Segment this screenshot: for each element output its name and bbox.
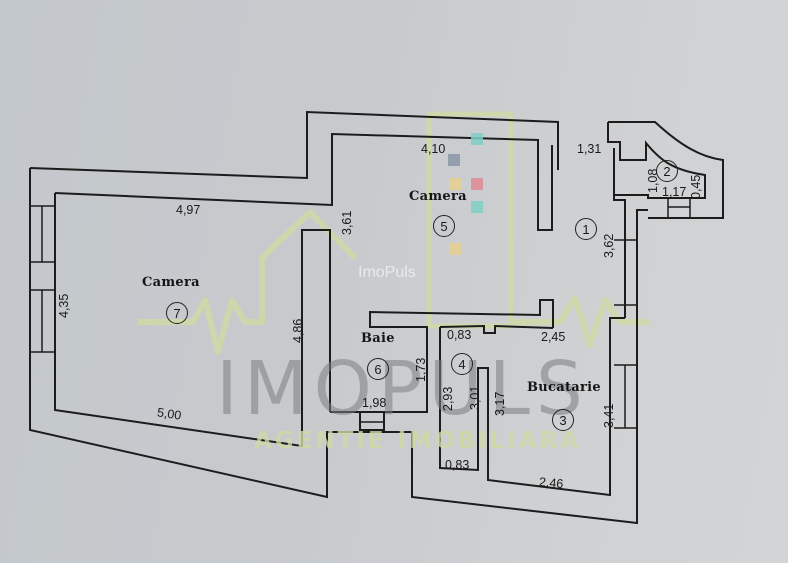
dimension-label: 5,00: [156, 405, 183, 423]
room-3-name: Bucatarie: [527, 380, 601, 395]
dimension-label: 1,73: [414, 357, 428, 382]
room-5-name: Camera: [409, 189, 467, 204]
watermark-brand: IMOPULS: [216, 346, 589, 432]
dimension-label: 2,45: [541, 330, 566, 344]
watermark-square: [471, 201, 483, 213]
room-6-number: 6: [367, 358, 389, 380]
room-4-number: 4: [451, 353, 473, 375]
dimension-label: 0,83: [447, 328, 472, 342]
room-1-number: 1: [575, 218, 597, 240]
dimension-label: 3,61: [340, 210, 354, 235]
room-2-number: 2: [656, 160, 678, 182]
dimension-label: 4,10: [421, 142, 446, 156]
watermark-square: [449, 178, 461, 190]
dimension-label: 3,41: [602, 403, 616, 428]
room-7-number: 7: [166, 302, 188, 324]
room-6-name: Baie: [361, 331, 395, 346]
walls: [29, 110, 724, 525]
dimension-label: 0,45: [689, 174, 703, 199]
watermark-logo-lines: [138, 111, 650, 355]
dimension-label: 2,93: [441, 386, 455, 411]
dimension-label: 3,17: [493, 391, 507, 416]
watermark-square: [471, 133, 483, 145]
watermark-tagline: AGENTIE IMOBILIARA: [254, 428, 582, 454]
dimension-label: 4,97: [176, 203, 201, 217]
room-7-name: Camera: [142, 275, 200, 290]
watermark-square: [449, 243, 461, 255]
dimension-label: 3,01: [468, 385, 482, 410]
watermark-square: [448, 154, 460, 166]
dimension-label: 4,35: [57, 293, 71, 318]
dimension-label: 0,83: [445, 458, 470, 472]
dimension-label: 4,86: [291, 318, 305, 343]
dimension-label: 1,17: [662, 185, 687, 199]
dimension-label: 3,62: [602, 233, 616, 258]
room-5-number: 5: [433, 215, 455, 237]
dimension-label: 2,46: [538, 474, 564, 492]
dimension-label: 1,08: [646, 168, 660, 193]
watermark-small-brand: ImoPuls: [358, 264, 416, 281]
watermark-square: [471, 178, 483, 190]
dimension-label: 1,31: [577, 142, 602, 156]
dimension-label: 1,98: [362, 396, 387, 410]
room-3-number: 3: [552, 409, 574, 431]
